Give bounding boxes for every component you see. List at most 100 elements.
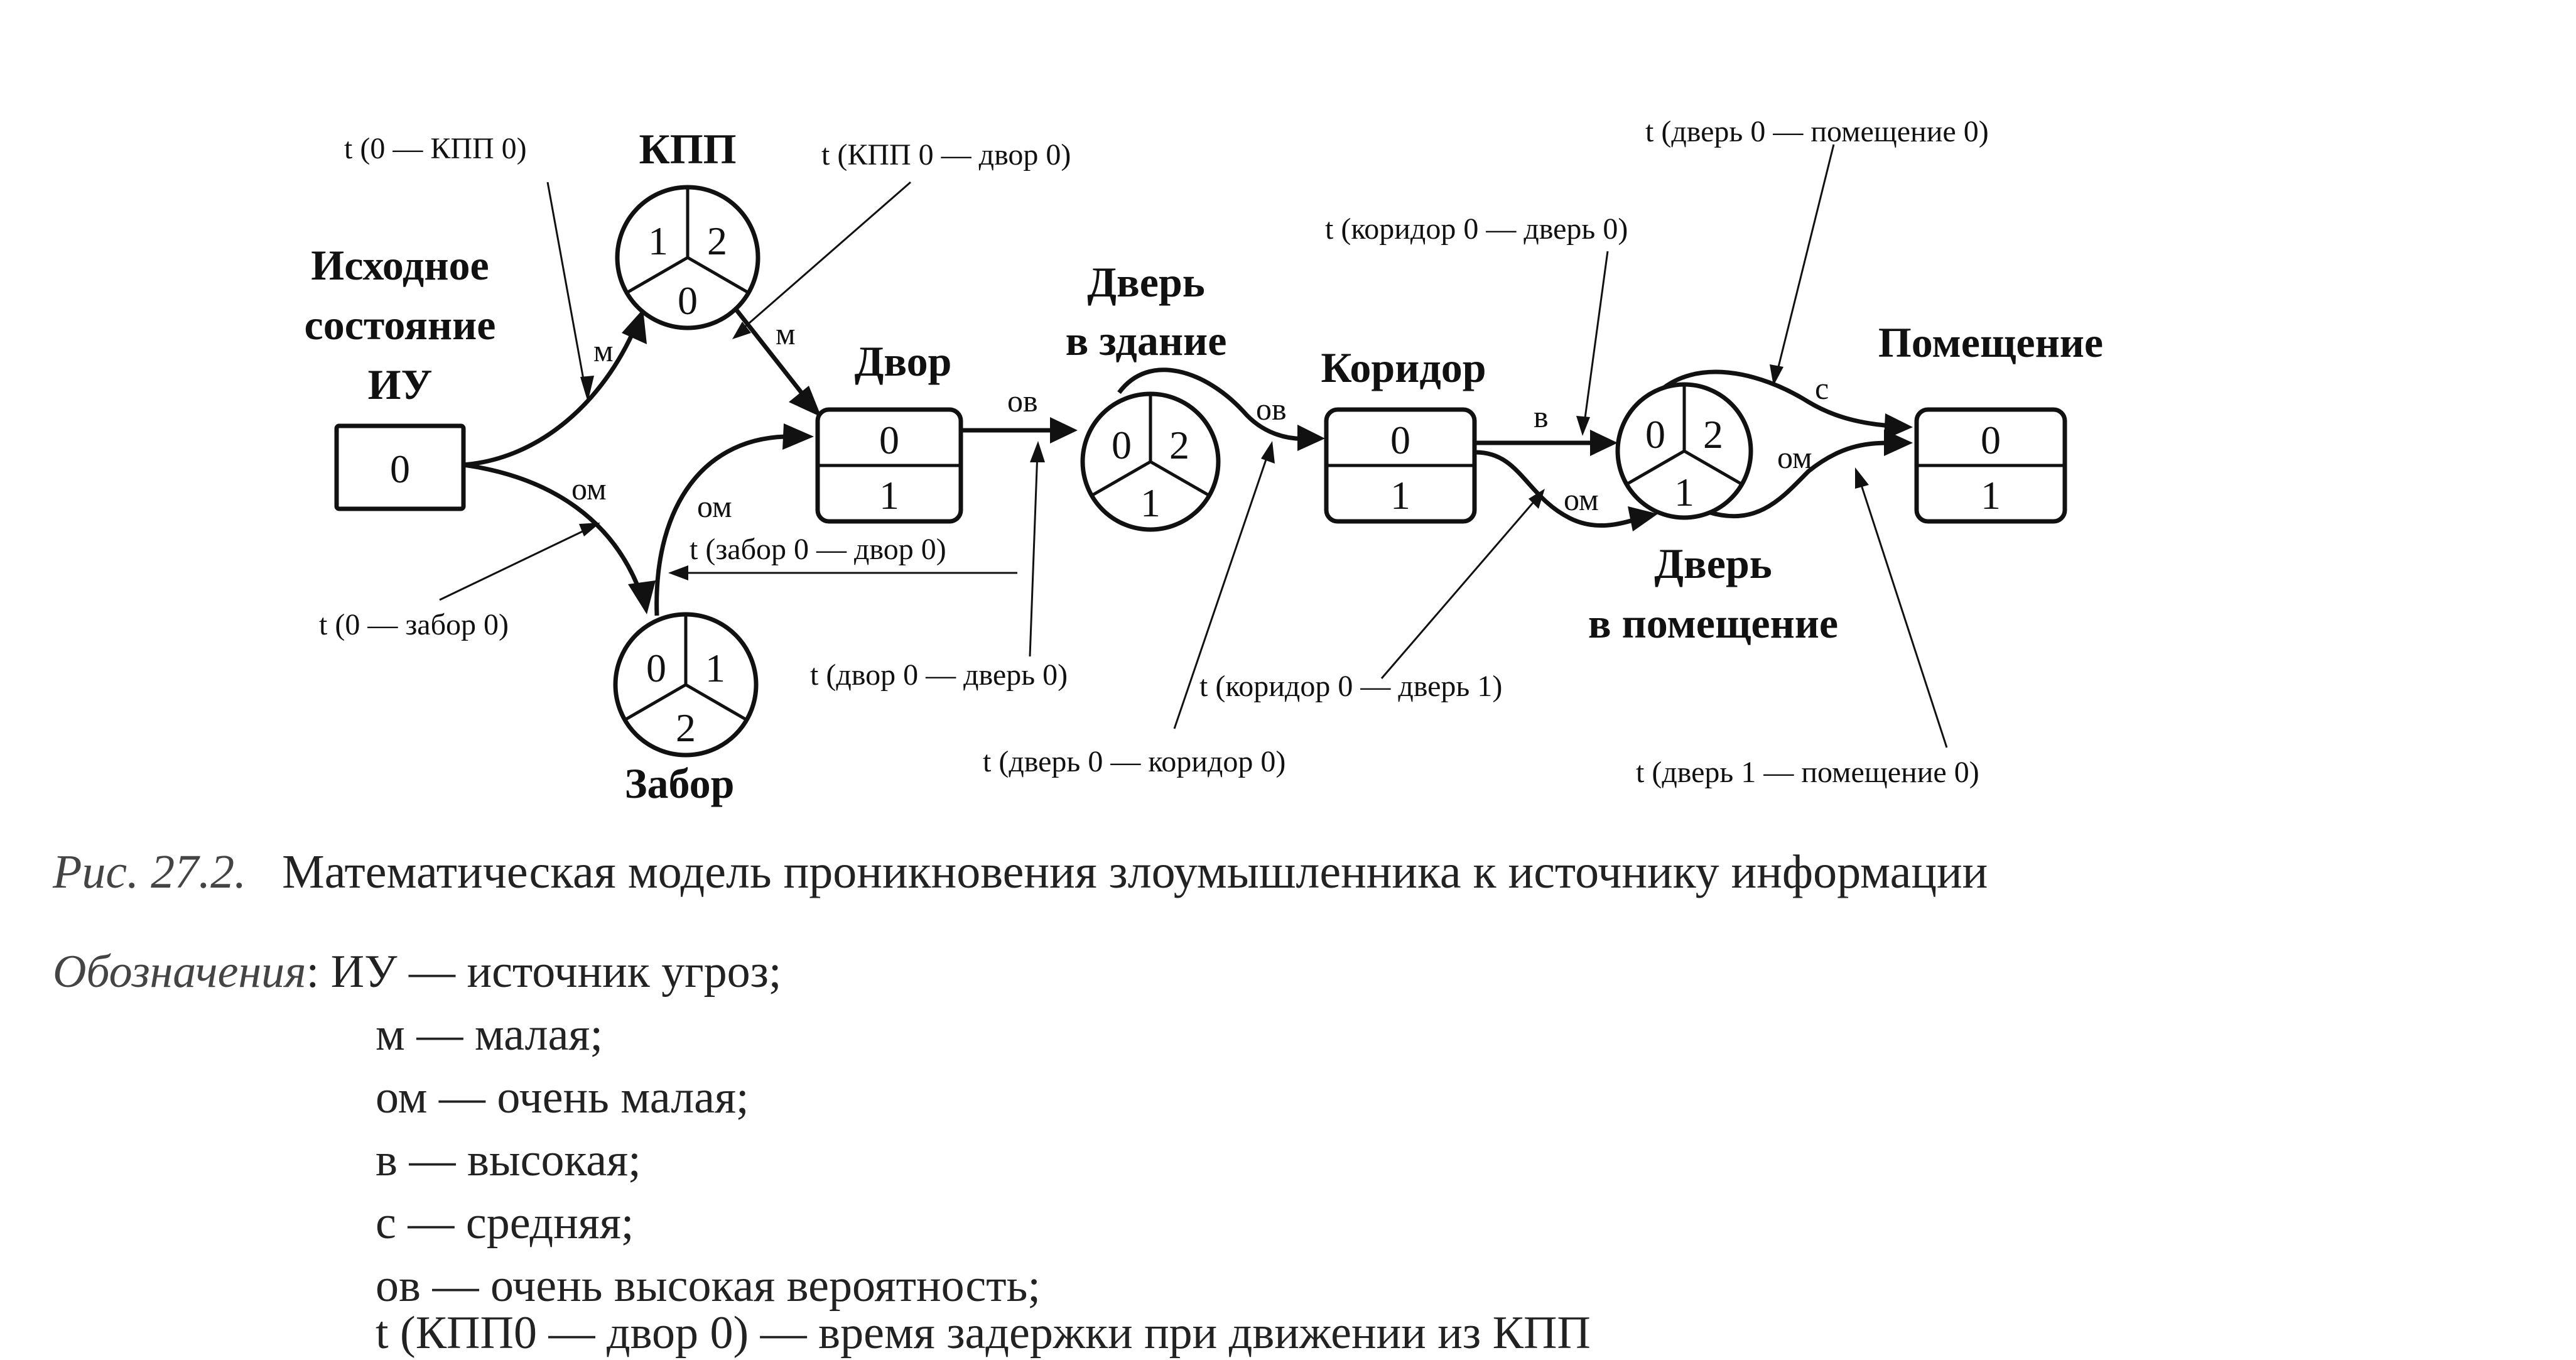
arrow-head [628,580,656,614]
kpp-sector-bottom: 0 [678,278,698,323]
annotation-t-zabor-dvor: t (забор 0 — двор 0) [690,533,946,566]
start-title-line2: состояние [305,301,496,349]
arrow-head [1770,364,1783,386]
node-start: 0 Исходное состояние ИУ [305,241,496,511]
arrow-head [1030,441,1045,462]
node-door-room: 0 2 1 Дверь в помещение [1588,382,1838,647]
edge-door1-room [1707,440,1891,519]
arrow-head [1628,506,1658,531]
annotation-t-door-koridor: t (дверь 0 — коридор 0) [983,745,1285,778]
pointer-t-koridor-door0 [1583,251,1609,428]
arrow-head [732,322,751,339]
pointer-t-koridor-door1 [1380,496,1540,679]
sector-divider [686,256,750,295]
legend-item: с — средняя; [376,1197,634,1249]
pomeshenie-state-bottom: 1 [1981,473,2001,518]
sector-divider [1090,460,1152,498]
annotation-t-0-zabor: t (0 — забор 0) [319,608,509,641]
sector-divider [685,683,748,722]
annotation-t-kpp-dvor: t (КПП 0 — двор 0) [821,138,1071,171]
dvor-title: Двор [855,337,952,385]
legend-item: м — малая; [376,1009,603,1060]
arrow-head [1576,416,1590,436]
door-room-sector-bottom: 1 [1674,470,1694,514]
start-title-line1: Исходное [311,241,489,289]
edge-labels: м ом м ом ов ов в ом с ом [571,316,1829,524]
kpp-sector-left: 1 [648,219,668,263]
edge-label-kpp-dvor: м [776,316,796,351]
zabor-sector-bottom: 2 [676,705,696,750]
zabor-title: Забор [625,759,735,807]
legend-header-line: Обозначения: ИУ — источник угроз; [53,946,782,998]
dvor-state-bottom: 1 [879,473,899,518]
pointer-t-kpp-dvor [737,181,911,334]
arrow-head [1050,417,1078,443]
edge-label-koridor-door1: ом [1564,482,1599,517]
sector-divider [1683,449,1743,486]
pointer-t-0-kpp [546,182,587,390]
node-pomeshenie: 0 1 Помещение [1878,318,2103,524]
figure-caption-label: Рис. 27.2. [53,846,247,898]
arrow-head [1855,467,1869,489]
pointer-t-door0-room [1775,144,1835,378]
kpp-title: КПП [639,125,736,173]
pomeshenie-title: Помещение [1878,318,2103,366]
edge-start-kpp [463,325,638,467]
annotation-t-door1-room: t (дверь 1 — помещение 0) [1636,756,1979,789]
penetration-model-diagram: 0 Исходное состояние ИУ 1 2 0 КПП 0 1 2 … [305,115,2104,807]
legend-item: ом — очень малая; [376,1072,749,1123]
annotation-t-koridor-door1: t (коридор 0 — дверь 1) [1199,670,1502,703]
edge-label-koridor-door0: в [1534,399,1549,434]
pointer-t-door-koridor [1173,452,1270,729]
annotation-t-koridor-door0: t (коридор 0 — дверь 0) [1325,212,1628,246]
legend-item: t (КПП0 — двор 0) — время задержки при д… [376,1307,1591,1359]
edge-label-door-koridor: ов [1256,391,1287,427]
arrow-head [668,565,688,580]
edge-label-start-zabor: ом [571,471,607,506]
arrow-head [789,386,821,417]
pointer-t-door1-room [1858,477,1948,748]
door-room-sector-left: 0 [1645,412,1665,457]
node-door-building: 0 2 1 Дверь в здание [1066,258,1227,532]
sector-divider [1625,449,1686,486]
start-box [334,423,466,511]
legend-first-item: ИУ — источник угроз; [330,946,782,998]
door-building-title-line1: Дверь [1087,258,1204,306]
door-room-title-line2: в помещение [1588,599,1838,647]
edge-label-door1-room: ом [1777,440,1812,475]
koridor-state-top: 0 [1390,418,1410,462]
zabor-sector-right: 1 [705,646,725,690]
door-building-sector-left: 0 [1112,423,1132,467]
figure-caption-text: Математическая модель проникновения злоу… [282,846,1988,898]
arrow-head [1590,430,1618,456]
delay-annotations: t (0 — КПП 0) t (КПП 0 — двор 0) t (0 — … [319,115,1989,789]
koridor-state-bottom: 1 [1390,473,1410,518]
arrow-head [622,309,647,344]
arrow-head [1529,489,1545,509]
annotation-t-dvor-door: t (двор 0 — дверь 0) [810,658,1068,692]
pointer-t-0-zabor [439,526,591,601]
sector-divider [1149,460,1211,498]
arrow-head [580,376,594,402]
edge-start-zabor [463,462,644,598]
edge-kpp-dvor [733,306,811,404]
annotation-t-0-kpp: t (0 — КПП 0) [344,132,527,165]
edge-label-start-kpp: м [593,333,614,368]
arrow-head [782,423,814,450]
node-dvor: 0 1 Двор [815,337,963,524]
door-room-sector-right: 2 [1703,412,1723,457]
edge-door0-room [1656,369,1891,428]
delay-pointer-lines [439,144,1948,748]
arrow-head [1297,425,1325,451]
door-building-sector-right: 2 [1169,423,1189,467]
arrow-head [579,523,600,536]
zabor-sector-left: 0 [646,646,666,690]
kpp-sector-right: 2 [707,219,727,263]
door-building-sector-bottom: 1 [1140,481,1161,525]
edge-label-zabor-dvor: ом [697,489,732,524]
door-room-title-line1: Дверь [1654,540,1772,587]
pomeshenie-state-top: 0 [1981,418,2001,462]
door-building-title-line2: в здание [1066,317,1227,364]
legend-item: ов — очень высокая вероятность; [376,1260,1041,1312]
node-kpp: 1 2 0 КПП [615,125,760,330]
